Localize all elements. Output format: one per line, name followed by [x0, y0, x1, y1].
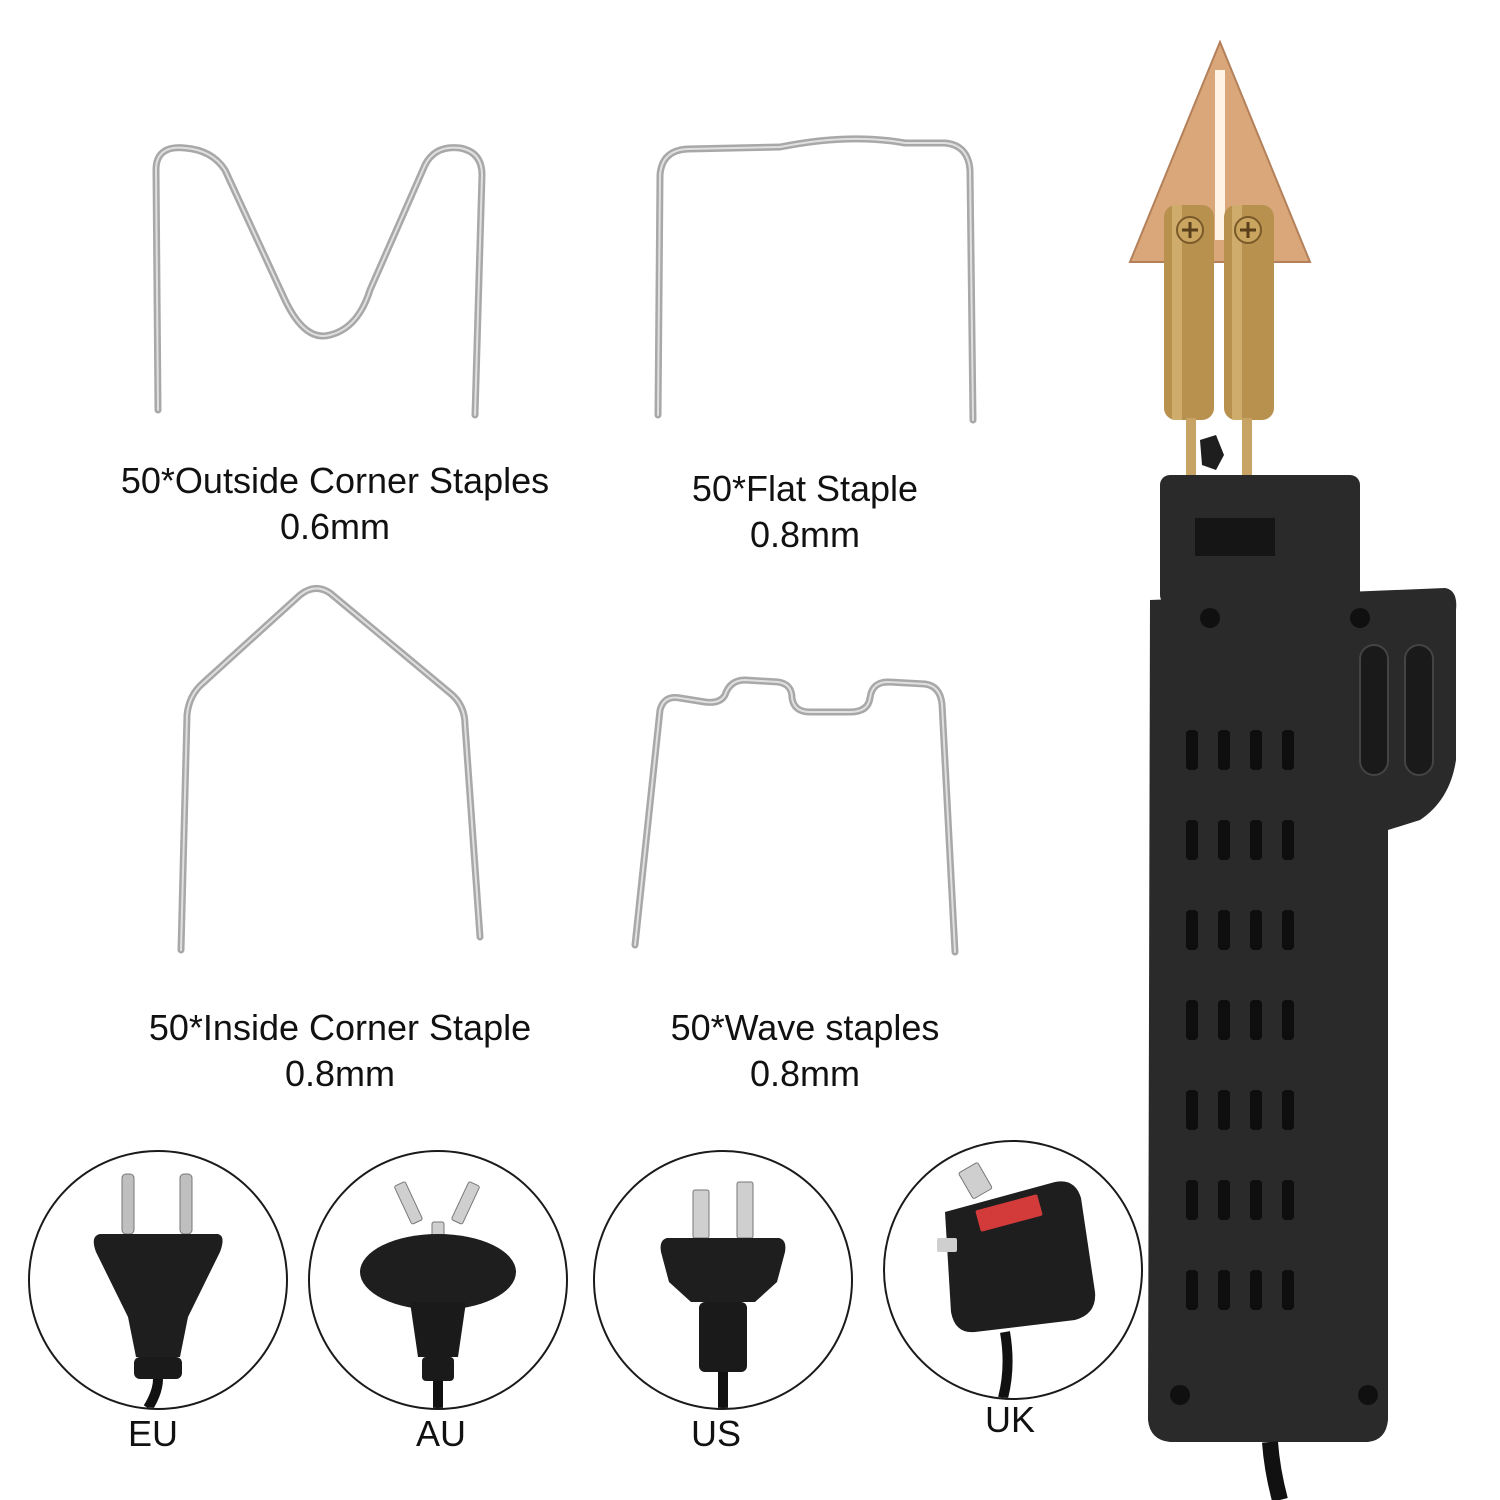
- staple-spec: 0.8mm: [284, 1053, 396, 1094]
- uk-plug-icon: [937, 1162, 1096, 1398]
- staple-name: 50*Outside Corner Staples: [120, 460, 550, 501]
- us-plug-label: US: [690, 1413, 741, 1454]
- staple-name: 50*Inside Corner Staple: [148, 1007, 532, 1048]
- tool-body: [1148, 588, 1457, 1442]
- wave-staple-label: 50*Wave staples 0.8mm: [610, 1005, 1000, 1097]
- flat-staple-label: 50*Flat Staple 0.8mm: [610, 466, 1000, 558]
- us-plug-icon: [660, 1181, 786, 1408]
- led-window: [1195, 518, 1275, 556]
- staple-spec: 0.8mm: [749, 514, 861, 555]
- uk-plug-circle: [883, 1140, 1143, 1400]
- staple-spec: 0.6mm: [279, 506, 391, 547]
- staple-name: 50*Wave staples: [670, 1007, 940, 1048]
- vent-slots: [1186, 730, 1294, 1310]
- au-plug-circle: [308, 1150, 568, 1410]
- eu-plug-circle: [28, 1150, 288, 1410]
- us-plug-circle: [593, 1150, 853, 1410]
- trigger-button: [1359, 644, 1389, 776]
- power-cable: [1262, 1441, 1288, 1500]
- inside-corner-staple-image: [177, 585, 484, 954]
- outside-corner-staple-label: 50*Outside Corner Staples 0.6mm: [90, 458, 580, 550]
- eu-plug-icon: [93, 1173, 223, 1408]
- wave-staple-image: [631, 676, 959, 956]
- outside-corner-staple-image: [152, 144, 486, 419]
- eu-plug-label: EU: [127, 1413, 178, 1454]
- staple-name: 50*Flat Staple: [691, 468, 919, 509]
- au-plug-icon: [360, 1181, 516, 1408]
- uk-plug-label: UK: [984, 1399, 1035, 1440]
- hot-stapler-tool-image: [1128, 40, 1457, 1500]
- au-plug-label: AU: [415, 1413, 466, 1454]
- staple-spec: 0.8mm: [749, 1053, 861, 1094]
- inside-corner-staple-label: 50*Inside Corner Staple 0.8mm: [110, 1005, 570, 1097]
- flat-staple-image: [654, 135, 977, 424]
